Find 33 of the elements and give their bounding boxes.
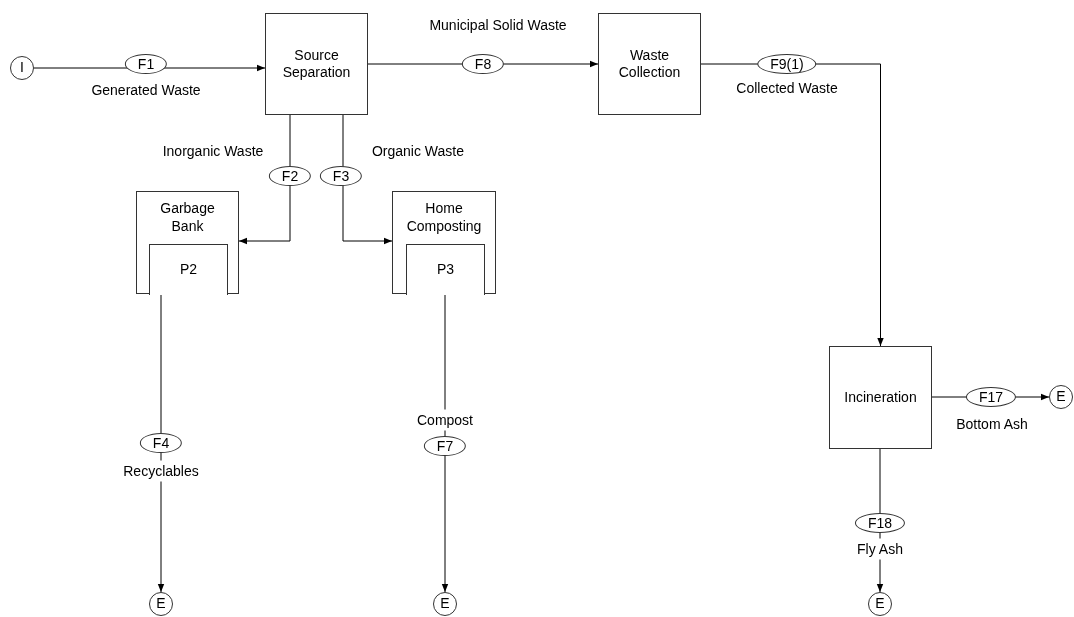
process-box: [392, 191, 496, 294]
process-label: Garbage Bank: [159, 200, 216, 235]
edge-label: F9(1): [757, 54, 817, 74]
terminal-label: E: [156, 595, 166, 613]
process-id-box: [149, 244, 228, 295]
terminal-label: E: [440, 595, 450, 613]
edge-label: F18: [854, 513, 906, 533]
arrow: [238, 114, 291, 245]
process-id: P3: [436, 261, 455, 279]
edge-label: F17: [965, 387, 1017, 407]
edge-label: F1: [124, 54, 168, 74]
process-label: Home Composting: [406, 200, 482, 235]
edge-label: F7: [423, 436, 467, 456]
process-id: P2: [179, 261, 198, 279]
flow-name: Recyclables: [121, 460, 201, 482]
edge-label: F8: [461, 54, 505, 74]
process-label: Source Separation: [281, 46, 352, 82]
process-box: [829, 346, 932, 449]
process-label: Incineration: [844, 388, 917, 407]
arrow: [342, 114, 393, 245]
edge-label: F2: [268, 166, 312, 186]
flow-name: Fly Ash: [855, 538, 905, 560]
edge-label: F3: [319, 166, 363, 186]
process-box: [265, 13, 368, 115]
edge-label: F4: [139, 433, 183, 453]
process-box: [598, 13, 701, 115]
process-label: Waste Collection: [617, 46, 682, 82]
flow-name: Compost: [415, 409, 475, 431]
terminal-label: E: [1056, 388, 1066, 406]
terminal-label: I: [20, 59, 24, 77]
process-id-box: [406, 244, 485, 295]
terminal-label: E: [875, 595, 885, 613]
process-box: [136, 191, 239, 294]
